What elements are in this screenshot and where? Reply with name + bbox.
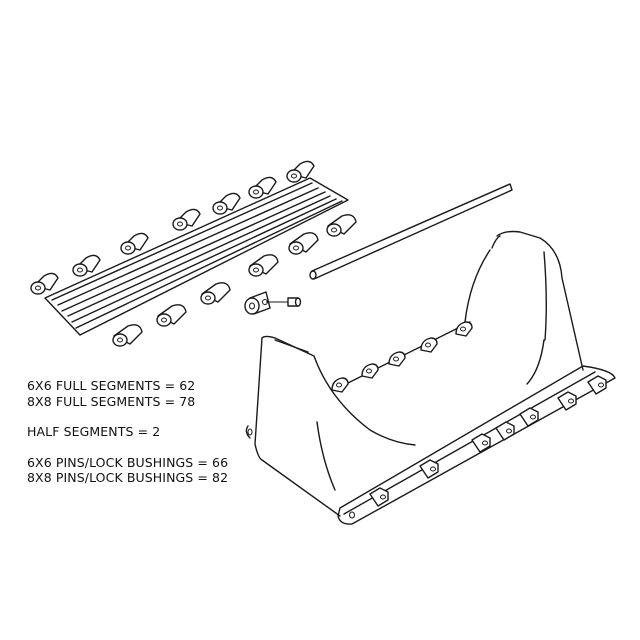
- legend-8x8-full-segments: 8X8 FULL SEGMENTS = 78: [27, 393, 196, 409]
- rear-knuckles: [30, 160, 315, 295]
- track-segment-illustration: [30, 160, 357, 347]
- parts-quantity-legend: 6X6 FULL SEGMENTS = 62 8X8 FULL SEGMENTS…: [27, 378, 228, 486]
- legend-6x6-full-segments: 6X6 FULL SEGMENTS = 62: [27, 378, 196, 393]
- legend-6x6-pins-lock-bushings: 6X6 PINS/LOCK BUSHINGS = 66: [27, 454, 229, 470]
- hinge-pin-illustration: [309, 183, 513, 280]
- legend-half-segments: HALF SEGMENTS = 2: [27, 424, 161, 439]
- front-knuckles: [112, 214, 357, 347]
- front-knuckle-row: [369, 375, 607, 507]
- lock-bushing-illustration: [244, 291, 302, 315]
- rear-knuckle-row: [331, 321, 473, 393]
- legend-8x8-pins-lock-bushings: 8X8 PINS/LOCK BUSHINGS = 82: [27, 470, 229, 485]
- track-assembly-illustration: [245, 230, 616, 525]
